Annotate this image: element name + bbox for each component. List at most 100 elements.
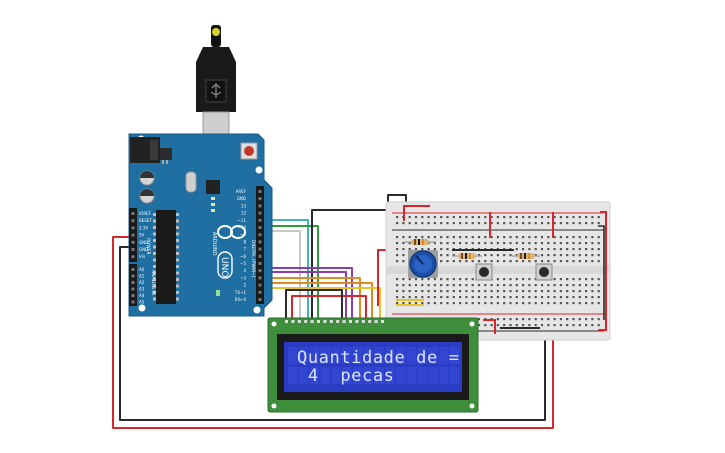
breadboard-hole[interactable]: [433, 296, 436, 299]
breadboard-hole[interactable]: [566, 236, 569, 239]
breadboard-hole[interactable]: [484, 302, 487, 305]
breadboard-hole[interactable]: [591, 236, 594, 239]
breadboard-hole[interactable]: [396, 242, 399, 245]
breadboard-hole[interactable]: [484, 290, 487, 293]
lcd-pin[interactable]: [336, 320, 340, 323]
breadboard-hole[interactable]: [509, 318, 512, 321]
lcd-pin[interactable]: [304, 320, 308, 323]
breadboard-hole[interactable]: [597, 318, 600, 321]
lcd-pin[interactable]: [285, 320, 288, 323]
breadboard-hole[interactable]: [597, 242, 600, 245]
breadboard-hole[interactable]: [427, 284, 430, 287]
wire-orange-1[interactable]: [260, 277, 361, 320]
breadboard-hole[interactable]: [578, 324, 581, 327]
breadboard-hole[interactable]: [559, 296, 562, 299]
breadboard-hole[interactable]: [566, 242, 569, 245]
breadboard-hole[interactable]: [578, 254, 581, 257]
breadboard-hole[interactable]: [421, 278, 424, 281]
breadboard-hole[interactable]: [559, 302, 562, 305]
breadboard-hole[interactable]: [408, 302, 411, 305]
breadboard-hole[interactable]: [572, 296, 575, 299]
breadboard-hole[interactable]: [427, 222, 430, 225]
lcd-pin[interactable]: [355, 320, 359, 323]
breadboard-hole[interactable]: [477, 222, 481, 225]
breadboard-hole[interactable]: [553, 260, 556, 263]
digital-pin-hole[interactable]: [258, 233, 262, 237]
breadboard-hole[interactable]: [547, 302, 550, 305]
breadboard-hole[interactable]: [509, 284, 512, 287]
breadboard-hole[interactable]: [496, 318, 499, 321]
lcd-pin[interactable]: [329, 320, 333, 323]
breadboard-hole[interactable]: [528, 248, 531, 251]
breadboard-hole[interactable]: [477, 296, 481, 299]
breadboard-hole[interactable]: [427, 302, 430, 305]
breadboard-hole[interactable]: [465, 222, 468, 225]
breadboard-hole[interactable]: [440, 216, 443, 219]
breadboard-hole[interactable]: [421, 284, 424, 287]
lcd-pin[interactable]: [323, 320, 327, 323]
breadboard-hole[interactable]: [566, 222, 569, 225]
breadboard-hole[interactable]: [566, 254, 569, 257]
breadboard-hole[interactable]: [578, 278, 581, 281]
breadboard-hole[interactable]: [509, 290, 512, 293]
breadboard-hole[interactable]: [578, 216, 581, 219]
breadboard-hole[interactable]: [465, 278, 468, 281]
power-pin-hole[interactable]: [131, 233, 135, 237]
breadboard-hole[interactable]: [553, 290, 556, 293]
breadboard-hole[interactable]: [396, 290, 399, 293]
digital-pin-hole[interactable]: [258, 269, 262, 273]
breadboard-hole[interactable]: [585, 242, 588, 245]
breadboard-hole[interactable]: [540, 242, 544, 245]
breadboard-hole[interactable]: [522, 236, 525, 239]
breadboard-hole[interactable]: [559, 260, 562, 263]
breadboard-hole[interactable]: [547, 296, 550, 299]
breadboard-hole[interactable]: [597, 324, 600, 327]
breadboard-hole[interactable]: [414, 222, 418, 225]
breadboard-hole[interactable]: [408, 222, 411, 225]
breadboard-hole[interactable]: [572, 236, 575, 239]
breadboard-hole[interactable]: [566, 296, 569, 299]
breadboard-hole[interactable]: [578, 236, 581, 239]
breadboard-hole[interactable]: [408, 296, 411, 299]
breadboard-hole[interactable]: [515, 302, 518, 305]
breadboard-hole[interactable]: [421, 236, 424, 239]
breadboard-hole[interactable]: [496, 324, 499, 327]
breadboard-hole[interactable]: [446, 242, 449, 245]
breadboard-hole[interactable]: [578, 296, 581, 299]
breadboard-hole[interactable]: [585, 216, 588, 219]
breadboard-hole[interactable]: [578, 248, 581, 251]
breadboard-hole[interactable]: [597, 222, 600, 225]
breadboard-hole[interactable]: [471, 290, 474, 293]
breadboard-hole[interactable]: [597, 284, 600, 287]
breadboard-hole[interactable]: [597, 216, 600, 219]
breadboard-hole[interactable]: [547, 318, 550, 321]
breadboard-hole[interactable]: [503, 318, 506, 321]
breadboard-hole[interactable]: [547, 324, 550, 327]
breadboard-hole[interactable]: [515, 324, 518, 327]
breadboard-hole[interactable]: [522, 260, 525, 263]
breadboard-hole[interactable]: [490, 324, 493, 327]
breadboard-hole[interactable]: [540, 296, 544, 299]
breadboard-hole[interactable]: [553, 236, 556, 239]
digital-pin-hole[interactable]: [258, 211, 262, 215]
breadboard-hole[interactable]: [402, 254, 405, 257]
breadboard-hole[interactable]: [440, 236, 443, 239]
breadboard-hole[interactable]: [509, 278, 512, 281]
breadboard-hole[interactable]: [528, 242, 531, 245]
analog-pin-hole[interactable]: [131, 294, 135, 297]
breadboard-hole[interactable]: [477, 242, 481, 245]
breadboard-hole[interactable]: [446, 236, 449, 239]
breadboard-hole[interactable]: [566, 302, 569, 305]
breadboard-hole[interactable]: [534, 242, 537, 245]
breadboard-hole[interactable]: [503, 242, 506, 245]
breadboard-hole[interactable]: [484, 260, 487, 263]
breadboard-hole[interactable]: [547, 284, 550, 287]
breadboard-hole[interactable]: [534, 318, 537, 321]
breadboard-hole[interactable]: [578, 302, 581, 305]
breadboard-hole[interactable]: [427, 296, 430, 299]
breadboard-hole[interactable]: [452, 216, 455, 219]
power-pin-hole[interactable]: [131, 248, 135, 251]
breadboard-hole[interactable]: [591, 216, 594, 219]
breadboard-hole[interactable]: [522, 284, 525, 287]
digital-pin-hole[interactable]: [258, 226, 262, 229]
